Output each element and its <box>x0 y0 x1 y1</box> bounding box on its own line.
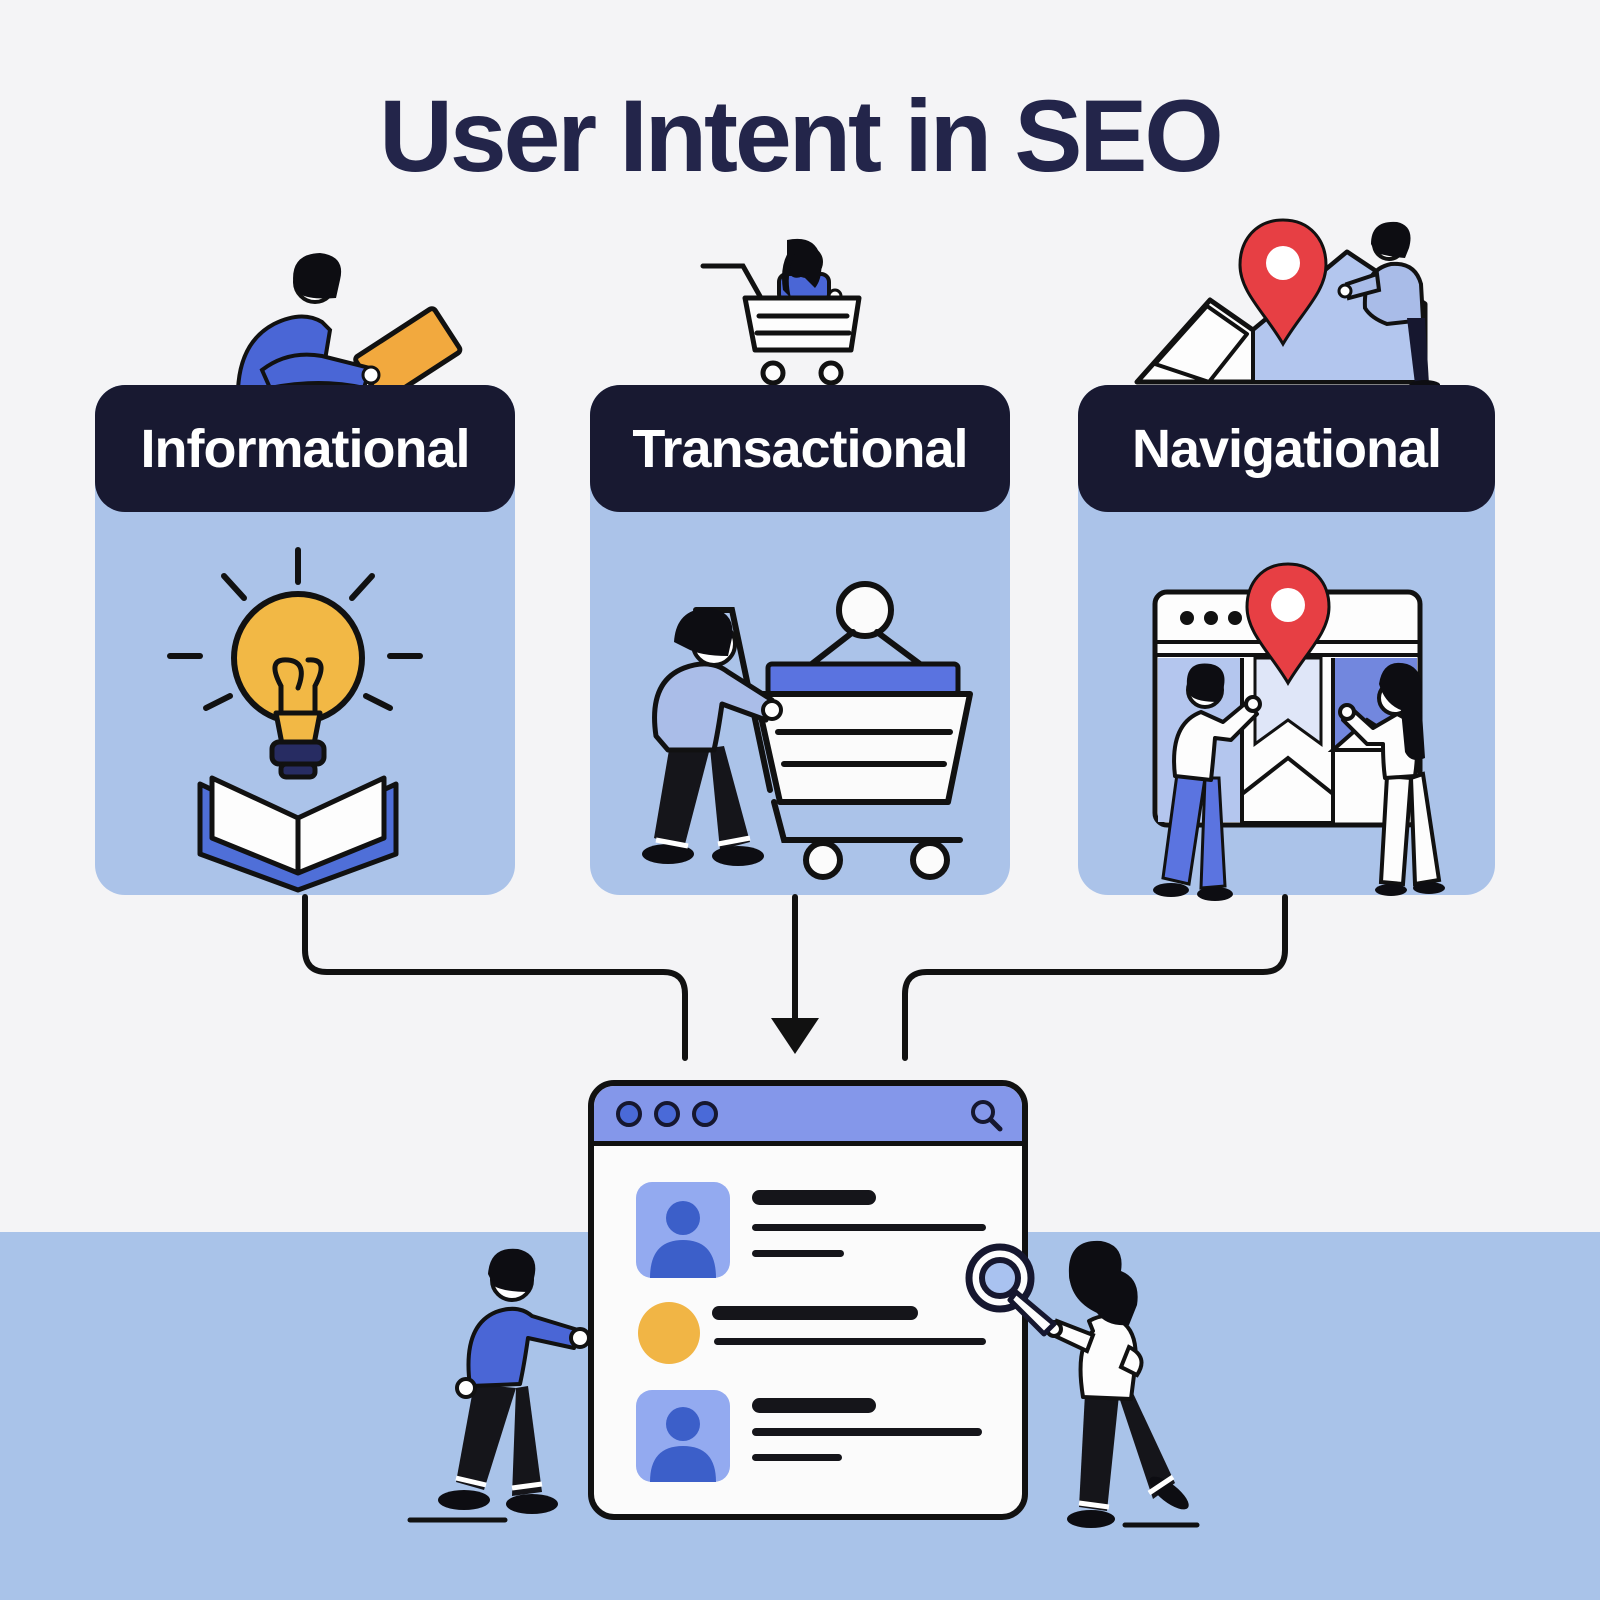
card-informational-header: Informational <box>95 385 515 512</box>
person-reading-icon <box>235 253 463 390</box>
result-text-line <box>752 1250 844 1257</box>
search-results-window <box>588 1080 1028 1520</box>
card-navigational-header: Navigational <box>1078 385 1495 512</box>
lightbulb-book-icon <box>167 547 423 893</box>
search-icon <box>971 1100 1003 1132</box>
map-browser-people-icon <box>1152 562 1445 901</box>
result-title-line <box>752 1398 876 1413</box>
map-location-pin-icon <box>1134 218 1440 392</box>
man-pushing-cart-icon <box>642 581 973 880</box>
woman-with-magnifier-figure <box>1045 1240 1200 1528</box>
result-text-line <box>752 1454 842 1461</box>
card-navigational-label: Navigational <box>1131 418 1442 479</box>
man-pointing-figure <box>407 1248 591 1523</box>
woman-in-cart-icon <box>700 238 862 386</box>
window-dots-icon <box>692 1100 718 1127</box>
window-dots-icon <box>616 1100 642 1127</box>
result-title-line <box>712 1306 918 1320</box>
serp-titlebar <box>594 1086 1022 1146</box>
result-avatar-icon <box>636 1182 730 1278</box>
result-title-line <box>752 1190 876 1205</box>
card-transactional-header: Transactional <box>590 385 1010 512</box>
page-title: User Intent in SEO <box>379 79 1224 193</box>
result-text-line <box>752 1428 982 1436</box>
arrowhead-down <box>771 1018 819 1054</box>
card-informational-label: Informational <box>140 418 470 479</box>
magnifier-icon <box>965 1243 1057 1337</box>
card-transactional-label: Transactional <box>632 418 968 479</box>
result-bullet-icon <box>638 1302 700 1364</box>
window-dots-icon <box>654 1100 680 1127</box>
result-avatar-icon <box>636 1390 730 1482</box>
result-text-line <box>714 1338 986 1345</box>
result-text-line <box>752 1224 986 1231</box>
